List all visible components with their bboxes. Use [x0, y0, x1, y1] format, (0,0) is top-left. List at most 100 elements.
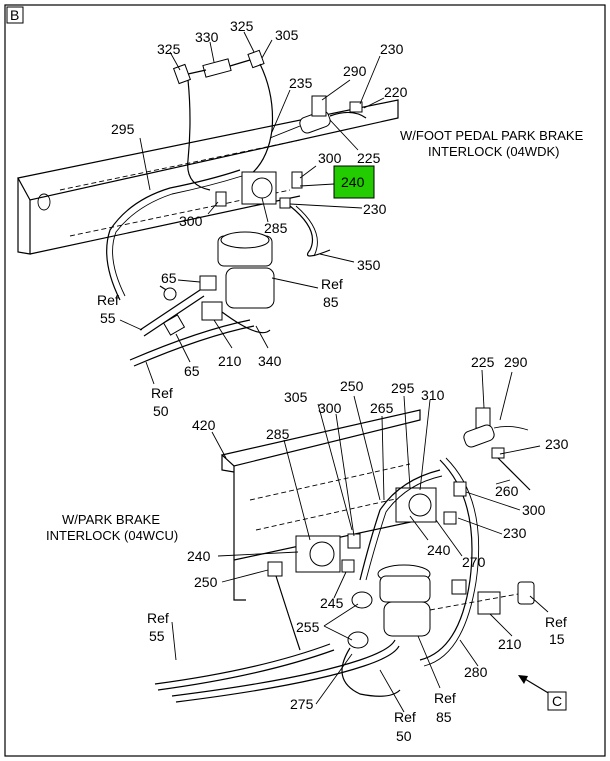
bottom-assembly: C — [46, 354, 569, 744]
hose-305-right — [249, 63, 274, 176]
callout-300-bottom-right: 300 — [522, 502, 546, 518]
relay-valve-bottom-top — [379, 575, 431, 603]
callout-ref55-bottom-num: 55 — [149, 628, 165, 644]
bottom-rail-flange — [221, 455, 235, 473]
line-260 — [497, 457, 531, 491]
callout-325-left: 325 — [157, 41, 181, 57]
callout-225-bottom: 225 — [471, 354, 495, 370]
callout-65-bottom: 65 — [184, 363, 200, 379]
callout-230-bottom-mid: 230 — [503, 525, 527, 541]
callout-ref55-bottom-ref: Ref — [147, 610, 169, 626]
connector-230-top — [349, 101, 363, 113]
fitting-210-bottom — [477, 591, 501, 615]
callout-310-bottom: 310 — [421, 387, 445, 403]
fitting-ref15 — [517, 581, 535, 605]
bracket-290 — [311, 95, 327, 117]
top-assembly: 325 330 325 305 230 290 220 235 295 225 … — [17, 18, 584, 419]
callout-290-bottom: 290 — [504, 354, 528, 370]
callout-300-right: 300 — [318, 150, 342, 166]
callout-230-top: 230 — [380, 41, 404, 57]
callout-210: 210 — [218, 353, 242, 369]
top-frame-rail-upper — [17, 99, 399, 201]
callout-300-bottom-top: 300 — [318, 400, 342, 416]
bottom-leaders — [171, 369, 549, 713]
fitting-65-bottom — [162, 314, 186, 336]
callout-ref85-num: 85 — [323, 294, 339, 310]
line-340 — [221, 311, 271, 334]
callout-300-left: 300 — [179, 213, 203, 229]
corner-label-box — [6, 6, 24, 24]
callout-285-bottom: 285 — [266, 426, 290, 442]
callout-305: 305 — [275, 27, 299, 43]
bottom-caption-line1: W/PARK BRAKE — [62, 512, 160, 527]
hose-305-left — [187, 79, 211, 191]
bottom-line-50-b — [175, 645, 400, 703]
hose-295-bottom-inner — [365, 475, 443, 581]
fitting-325-right — [247, 49, 265, 69]
callout-265: 265 — [370, 400, 394, 416]
fitting-255-b — [347, 631, 369, 649]
callout-250-bottom: 250 — [194, 574, 218, 590]
callout-290: 290 — [343, 63, 367, 79]
hose-295 — [106, 169, 241, 301]
line-325-330 — [187, 59, 251, 75]
wire-290-bottom — [493, 425, 529, 431]
corner-label: B — [10, 7, 19, 23]
callout-210-bottom: 210 — [498, 636, 522, 652]
highlight-240-box[interactable] — [333, 165, 375, 199]
callout-ref85-bottom-ref: Ref — [434, 690, 456, 706]
fitting-300-left — [215, 191, 227, 207]
line-55-b — [143, 295, 205, 337]
fitting-295-end — [163, 287, 177, 301]
bottom-caption-line2: INTERLOCK (04WCU) — [46, 528, 178, 543]
callout-ref50-bottom-ref: Ref — [394, 709, 416, 725]
fitting-325-left — [172, 63, 192, 85]
callout-270: 270 — [462, 554, 486, 570]
hose-275 — [341, 647, 401, 697]
callout-ref85-ref: Ref — [321, 276, 343, 292]
hose-295-inner — [112, 175, 243, 297]
fitting-230-mid — [279, 197, 291, 209]
callout-260: 260 — [495, 483, 519, 499]
line-55-a — [139, 289, 201, 331]
callout-245: 245 — [320, 595, 344, 611]
callout-295: 295 — [111, 121, 135, 137]
fitting-330 — [202, 58, 232, 78]
callout-ref50-bottom-num: 50 — [396, 728, 412, 744]
callout-230-mid: 230 — [363, 201, 387, 217]
view-ref-label: C — [552, 693, 562, 709]
callout-275: 275 — [290, 696, 314, 712]
valve-225-bottom — [463, 424, 495, 448]
relay-valve-body — [225, 267, 275, 309]
callout-235: 235 — [289, 75, 313, 91]
fitting-300-left-bottom — [347, 533, 361, 549]
callout-ref50-ref: Ref — [151, 385, 173, 401]
fitting-245 — [341, 559, 355, 573]
top-caption-line2: INTERLOCK (04WDK) — [428, 144, 559, 159]
callout-ref55-ref: Ref — [97, 292, 119, 308]
bottom-rail-dash-1 — [249, 463, 411, 501]
callout-250-bottom-top: 250 — [340, 378, 364, 394]
callout-ref85-bottom-num: 85 — [436, 709, 452, 725]
interlock-valve-285 — [251, 177, 273, 199]
dash-210 — [429, 593, 519, 611]
fitting-65-top — [199, 275, 217, 291]
callout-285: 285 — [264, 220, 288, 236]
interlock-valve-right — [408, 493, 432, 517]
callout-ref15-num: 15 — [549, 631, 565, 647]
top-frame-rail-lower — [29, 195, 301, 255]
bottom-line-50-a — [171, 639, 396, 697]
bottom-rail-top — [220, 409, 421, 467]
relay-valve-cap — [220, 231, 270, 249]
relay-valve-bottom-body — [383, 601, 431, 637]
callout-420: 420 — [192, 417, 216, 433]
callout-240-highlighted: 240 — [341, 174, 365, 190]
tee-300 — [291, 171, 303, 189]
rail-hole — [37, 193, 51, 211]
top-caption-line1: W/FOOT PEDAL PARK BRAKE — [400, 128, 584, 143]
line-50-b — [133, 325, 255, 367]
callout-350: 350 — [357, 257, 381, 273]
callout-ref50-num: 50 — [153, 403, 169, 419]
callout-325-right: 325 — [230, 18, 254, 34]
diagram-frame — [4, 4, 606, 757]
